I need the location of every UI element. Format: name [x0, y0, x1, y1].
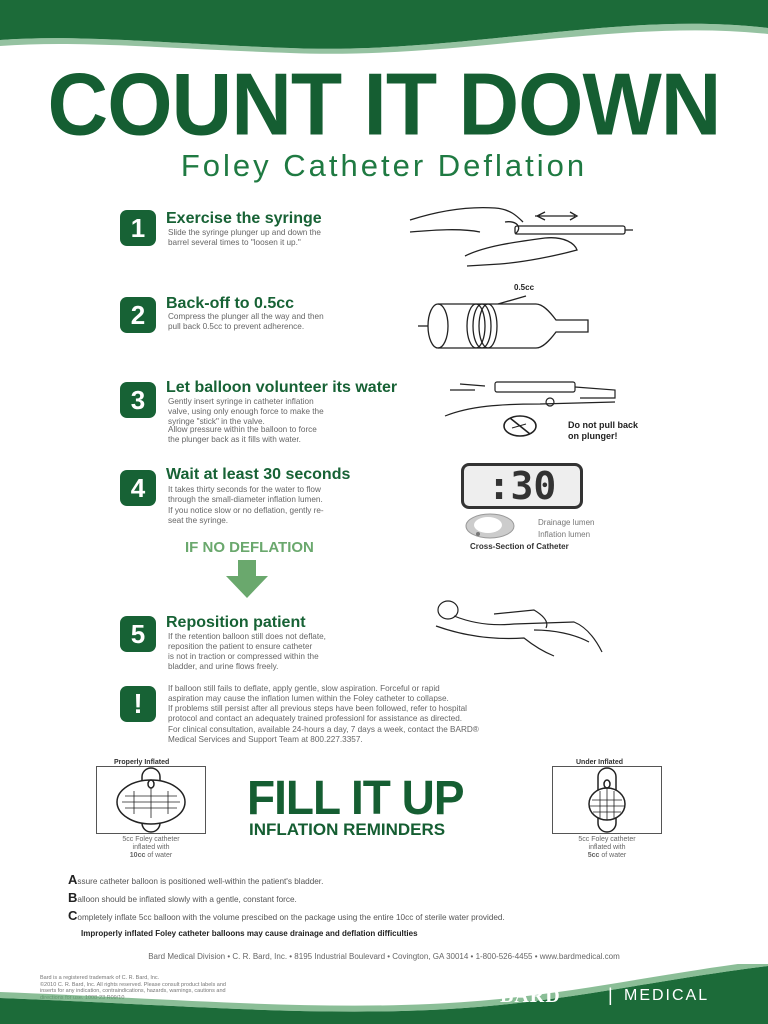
- page-title: COUNT IT DOWN: [47, 54, 722, 154]
- warning-paragraph-2: If problems still persist after all prev…: [168, 704, 467, 723]
- syringe-hands-illustration: [409, 206, 633, 267]
- syringe-valve-illustration: [444, 381, 616, 417]
- drainage-lumen-label: Drainage lumen: [538, 518, 595, 527]
- address-line: Bard Medical Division • C. R. Bard, Inc.…: [148, 952, 620, 961]
- step-3-text: Gently insert syringe in catheter inflat…: [168, 397, 324, 426]
- step-3-badge: 3: [120, 382, 156, 418]
- bard-logo: BARD: [500, 985, 561, 1007]
- bottom-wave-decoration: [0, 964, 768, 1024]
- properly-inflated-frame: [96, 766, 206, 834]
- under-inflated-balloon: [588, 767, 626, 833]
- warning-paragraph-1: If balloon still fails to deflate, apply…: [168, 684, 449, 703]
- warning-paragraph-3: For clinical consultation, available 24-…: [168, 725, 479, 744]
- step-3-title: Let balloon volunteer its water: [166, 379, 398, 396]
- no-pull-icon: [503, 415, 537, 437]
- warning-icon: !: [120, 686, 156, 722]
- down-arrow-icon: [226, 576, 268, 598]
- properly-inflated-label: Properly Inflated: [114, 759, 170, 766]
- cross-section-caption: Cross-Section of Catheter: [470, 542, 569, 551]
- top-wave-decoration: [0, 0, 768, 54]
- properly-inflated-balloon: [116, 767, 186, 833]
- abc-item-b: Balloon should be inflated slowly with a…: [68, 890, 297, 905]
- step-1-text: Slide the syringe plunger up and down th…: [168, 228, 321, 247]
- abc-list: Assure catheter balloon is positioned we…: [68, 872, 505, 926]
- half-cc-label: 0.5cc: [514, 283, 535, 292]
- step-2-badge: 2: [120, 297, 156, 333]
- brand-divider: |: [608, 985, 613, 1005]
- step-2-text: Compress the plunger all the way and the…: [168, 312, 324, 331]
- if-no-deflation-label: IF NO DEFLATION: [185, 539, 314, 556]
- step-4-badge: 4: [120, 470, 156, 506]
- step-5-badge: 5: [120, 616, 156, 652]
- inflation-reminders-subtitle: INFLATION REMINDERS: [249, 820, 446, 839]
- step-3-text-2: Allow pressure within the balloon to for…: [168, 425, 317, 444]
- step-1-title: Exercise the syringe: [166, 210, 322, 227]
- syringe-barrel-illustration: [418, 295, 589, 349]
- improper-inflation-note: Improperly inflated Foley catheter ballo…: [81, 929, 418, 938]
- abc-item-c: Completely inflate 5cc balloon with the …: [68, 908, 505, 923]
- under-inflated-frame: [552, 766, 662, 834]
- step-4-text-2: If you notice slow or no deflation, gent…: [168, 506, 324, 525]
- step-5-text: If the retention balloon still does not …: [168, 632, 326, 671]
- step-4-text: It takes thirty seconds for the water to…: [168, 485, 323, 504]
- fill-it-up-title: FILL IT UP: [247, 769, 465, 825]
- page-subtitle: Foley Catheter Deflation: [180, 148, 588, 183]
- step-5-title: Reposition patient: [166, 614, 306, 631]
- patient-illustration: [435, 600, 603, 657]
- properly-inflated-amount: 10cc: [129, 852, 146, 859]
- down-arrow-shaft: [238, 560, 256, 576]
- inflation-lumen-label: Inflation lumen: [538, 530, 591, 539]
- step-2-title: Back-off to 0.5cc: [166, 295, 295, 312]
- medical-wordmark: MEDICAL: [624, 987, 710, 1004]
- step-1-badge: 1: [120, 210, 156, 246]
- timer-display: :30: [461, 463, 583, 509]
- step-4-title: Wait at least 30 seconds: [166, 466, 351, 483]
- under-inflated-label: Under Inflated: [576, 759, 624, 766]
- catheter-cross-section: [465, 513, 515, 539]
- under-inflated-amount: 5cc: [587, 852, 600, 859]
- abc-item-a: Assure catheter balloon is positioned we…: [68, 872, 324, 887]
